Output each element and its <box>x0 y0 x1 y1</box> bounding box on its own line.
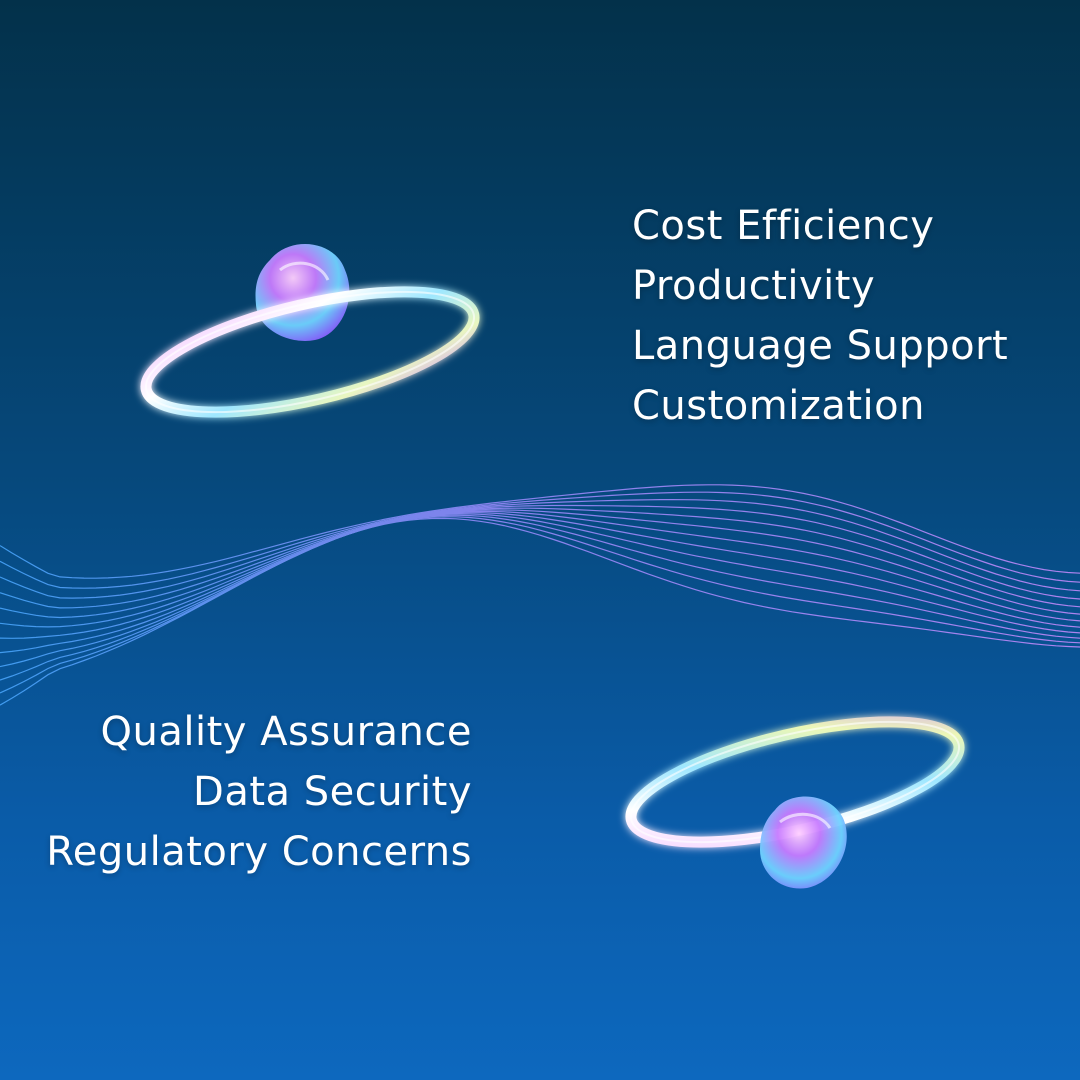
wave-line <box>0 510 1080 639</box>
holographic-ring-icon <box>140 286 480 418</box>
feature-item: Quality Assurance <box>100 709 472 755</box>
wave-line <box>0 504 1080 609</box>
wave-line <box>0 512 1080 654</box>
wave-line <box>0 509 1080 628</box>
feature-item: Cost Efficiency <box>632 203 935 249</box>
wave-line <box>0 516 1080 694</box>
wave-line <box>0 517 1080 706</box>
wave-line <box>0 491 1080 589</box>
top-orbit-graphic <box>140 243 480 418</box>
features-bottom-list: Quality Assurance Data Security Regulato… <box>46 702 472 882</box>
wave-line <box>0 514 1080 681</box>
wave-line <box>0 499 1080 599</box>
features-top-list: Cost Efficiency Productivity Language Su… <box>632 196 1008 436</box>
wave-line <box>0 484 1080 579</box>
feature-item: Customization <box>632 383 925 429</box>
wave-line <box>0 507 1080 619</box>
holographic-blob-icon <box>760 796 847 889</box>
bottom-orbit-graphic <box>625 716 965 889</box>
holographic-blob-icon <box>255 243 350 341</box>
feature-item: Regulatory Concerns <box>46 829 472 875</box>
wave-line <box>0 513 1080 668</box>
feature-item: Language Support <box>632 323 1009 369</box>
feature-item: Productivity <box>632 263 876 309</box>
feature-item: Data Security <box>193 769 472 815</box>
